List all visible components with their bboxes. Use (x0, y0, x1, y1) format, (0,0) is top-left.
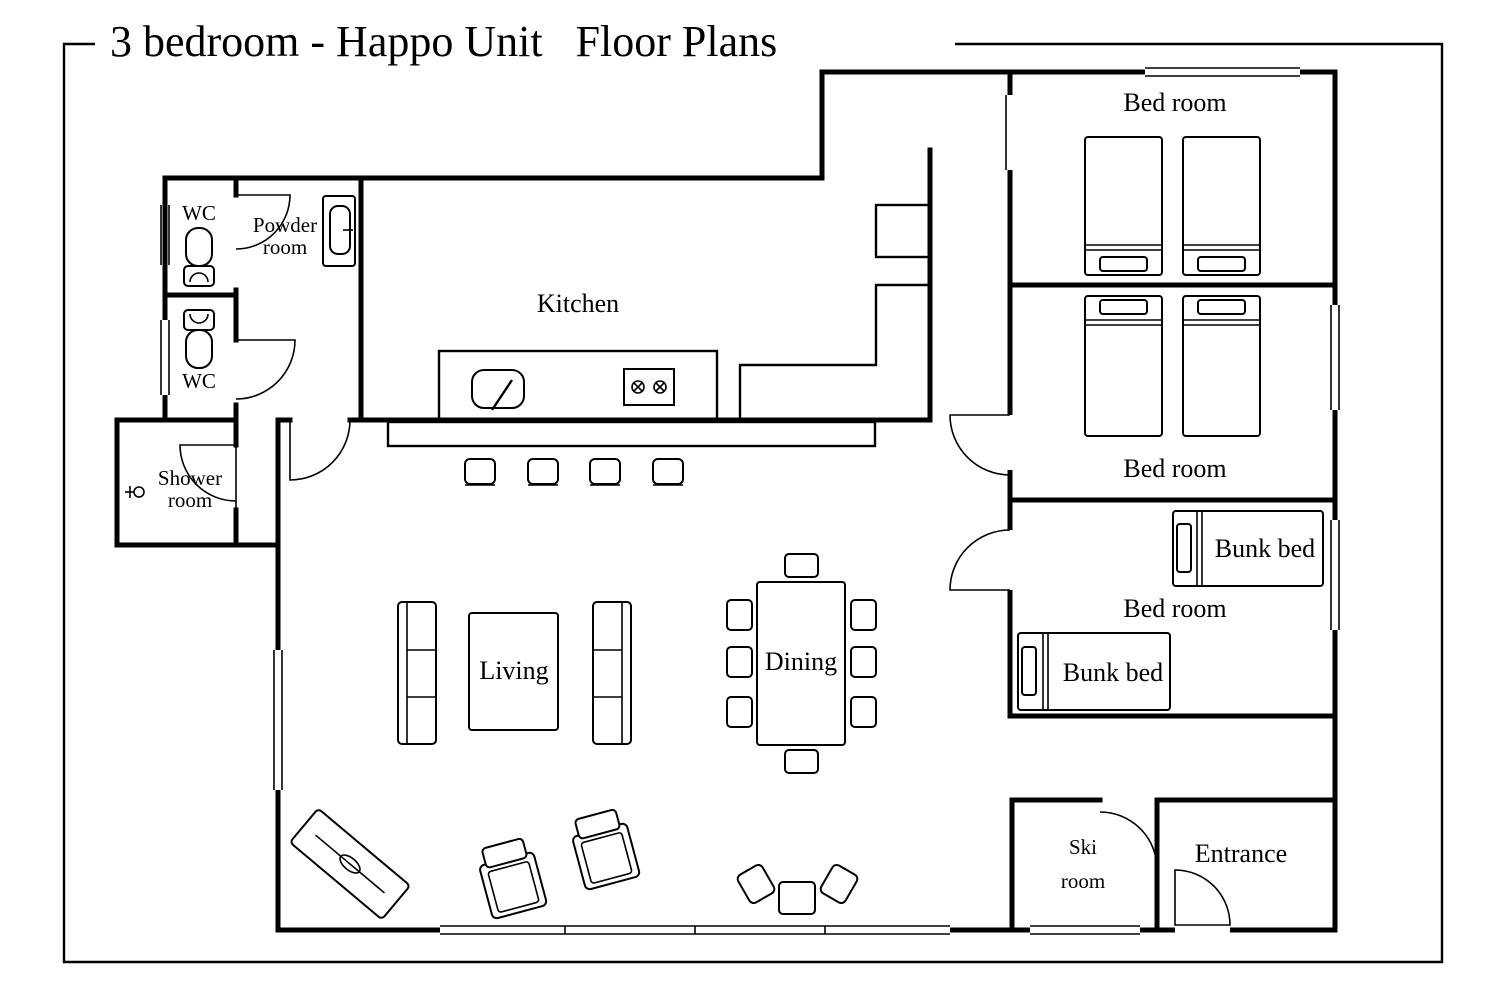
bar-stools (464, 458, 684, 486)
door-swings (179, 194, 1231, 926)
label-powder-1: Powder (253, 213, 317, 237)
label-kitchen: Kitchen (537, 289, 619, 318)
label-ski-2: room (1061, 869, 1105, 893)
label-bedroom-1: Bed room (1123, 88, 1226, 117)
bunk-bed-top (1172, 510, 1324, 587)
label-powder-2: room (263, 235, 307, 259)
toilet-top (183, 227, 215, 287)
breakfast-bar (386, 420, 877, 448)
label-wc-bottom: WC (182, 369, 216, 393)
label-living: Living (479, 656, 548, 685)
label-ski-1: Ski (1069, 835, 1097, 859)
frame-border (62, 42, 1444, 964)
side-table-chairs (736, 863, 859, 915)
powder-sink (322, 195, 356, 267)
bedroom-1-beds (1084, 136, 1261, 276)
kitchen-island (437, 349, 719, 422)
armchairs (479, 808, 641, 920)
bedroom-2-beds (1084, 295, 1261, 437)
shower-head-icon (125, 486, 145, 498)
label-entrance: Entrance (1195, 839, 1287, 868)
page-title: 3 bedroom - Happo Unit Floor Plans (110, 17, 777, 66)
label-shower-2: room (168, 488, 212, 512)
dining-set (726, 553, 877, 774)
label-dining: Dining (765, 647, 837, 676)
bunk-bed-bottom (1017, 632, 1171, 711)
coffee-table (468, 612, 559, 731)
windows (160, 67, 1340, 935)
label-bunk-bed-2: Bunk bed (1063, 658, 1163, 687)
sofa-right (592, 601, 632, 745)
long-bench-diagonal (290, 809, 410, 919)
kitchen-counter-right (738, 203, 932, 420)
label-bunk-bed-1: Bunk bed (1215, 534, 1315, 563)
toilet-bottom (183, 309, 215, 369)
label-shower-1: Shower (158, 466, 222, 490)
label-bedroom-3: Bed room (1123, 594, 1226, 623)
door-openings (1006, 415, 1230, 934)
label-bedroom-2: Bed room (1123, 454, 1226, 483)
label-wc-top: WC (182, 201, 216, 225)
sofa-left (397, 601, 437, 745)
